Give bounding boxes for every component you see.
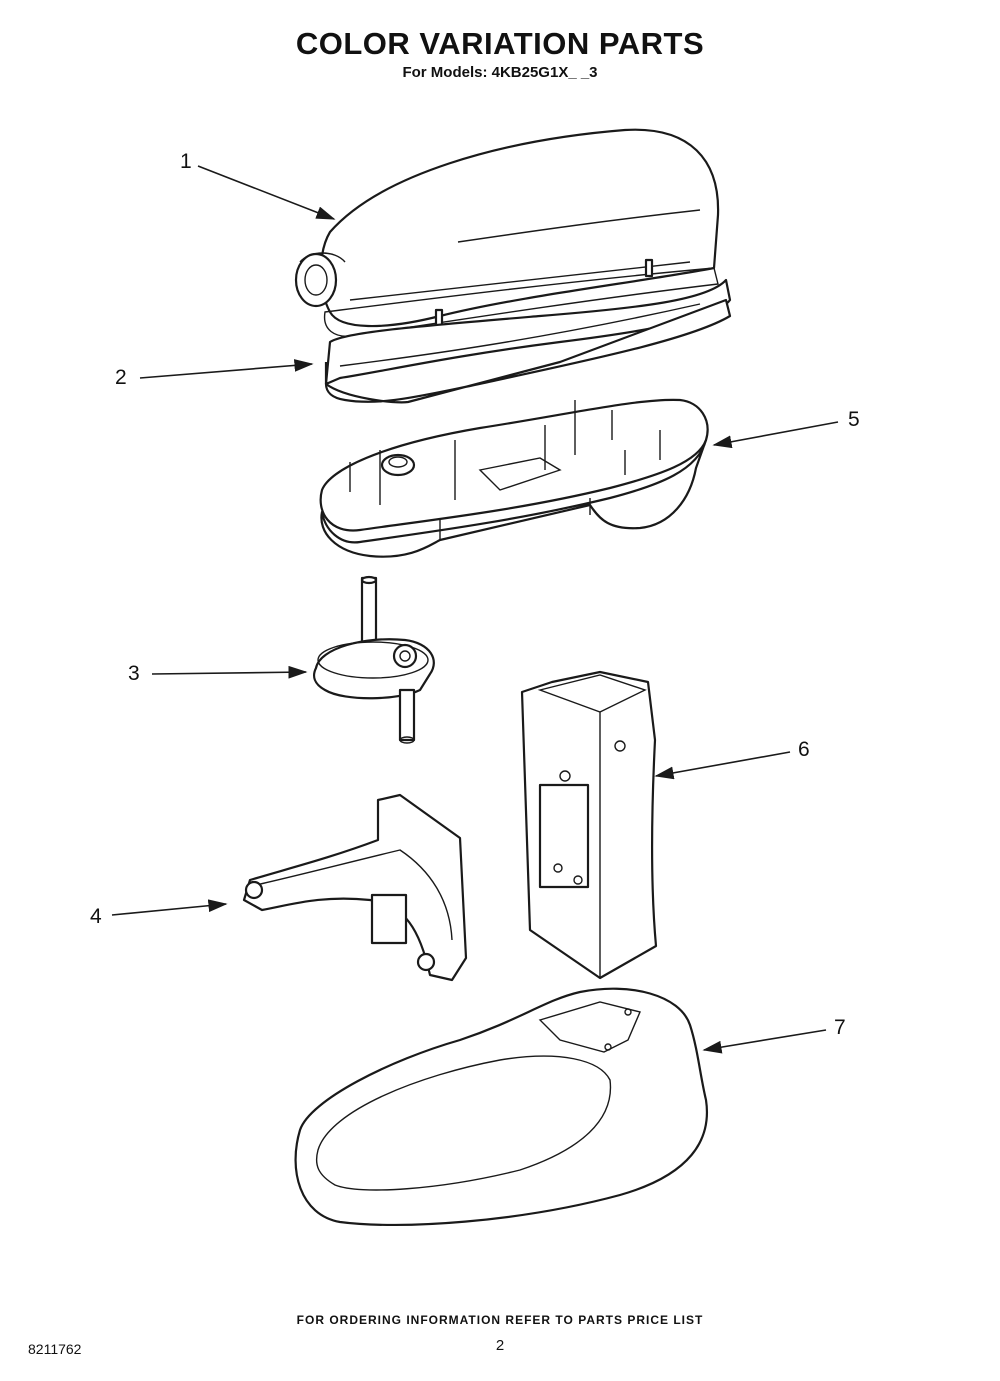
trim-band-icon [324,278,732,404]
page-number: 2 [495,1337,505,1354]
ordering-info-note: FOR ORDERING INFORMATION REFER TO PARTS … [296,1313,704,1327]
callout-number: 6 [798,738,810,761]
callout-number: 4 [90,905,102,928]
leader-6 [654,751,791,780]
base-icon [294,987,708,1227]
pedestal-column-icon [520,670,658,980]
model-subtitle: For Models: 4KB25G1X_ _3 [402,64,598,81]
leader-3 [151,665,308,679]
document-number: 8211762 [28,1341,82,1357]
callout-number: 3 [128,662,140,685]
callout-number: 7 [834,1016,846,1039]
bowl-clamping-plate-icon [242,793,468,982]
leader-5 [712,421,839,449]
motor-housing-cover-icon [294,128,720,337]
leader-2 [139,359,314,379]
leader-1 [197,165,336,220]
callout-number: 1 [180,150,192,173]
callout-number: 5 [848,408,860,431]
leader-4 [111,899,228,916]
planetary-gear-shaft-icon [313,575,435,744]
leader-7 [702,1029,827,1054]
gear-housing-icon [319,398,709,558]
page-title: COLOR VARIATION PARTS [295,26,705,61]
callout-number: 2 [115,366,127,389]
